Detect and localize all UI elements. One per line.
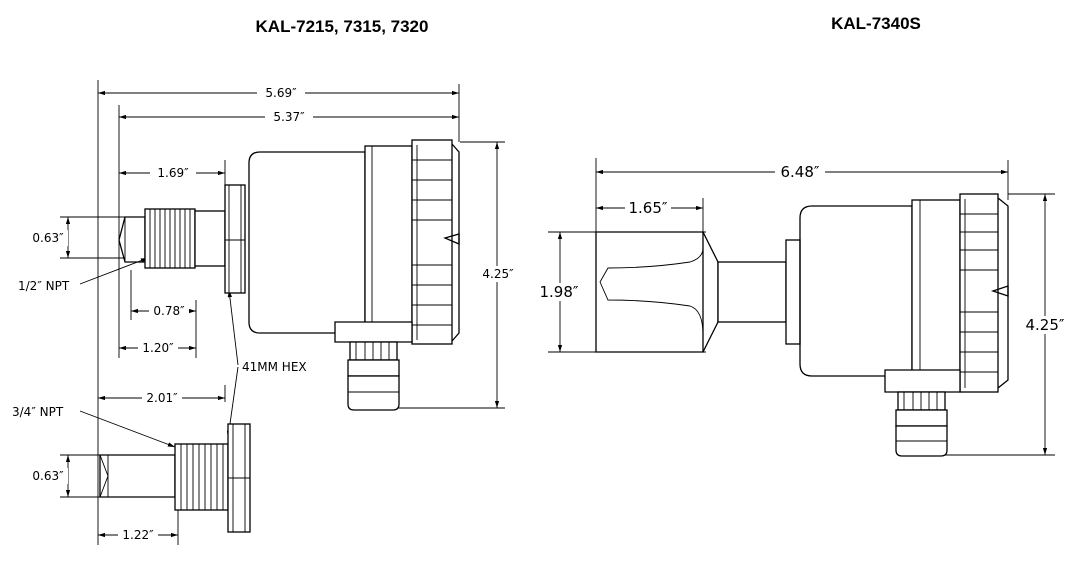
dim-right-height: 4.25″ xyxy=(1025,316,1064,334)
left-view-title: KAL-7215, 7315, 7320 xyxy=(256,17,429,36)
dim-thread-length: 0.78″ xyxy=(153,304,185,318)
dim-alt-probe-dia: 0.63″ xyxy=(32,469,64,483)
left-dimension-labels: 5.69″ 5.37″ 1.69″ 4.25″ 0.63″ 0.78″ 1.20… xyxy=(12,86,518,542)
dim-overall-width: 5.69″ xyxy=(265,86,297,100)
dim-height: 4.25″ xyxy=(482,267,514,281)
callout-three-quarter-npt: 3/4″ NPT xyxy=(12,405,64,419)
right-housing xyxy=(799,193,1009,457)
right-view-title: KAL-7340S xyxy=(831,14,921,33)
right-probe xyxy=(595,231,801,353)
dim-right-probe-length: 1.65″ xyxy=(628,199,667,217)
callout-hex: 41MM HEX xyxy=(242,360,307,374)
callout-half-npt: 1/2″ NPT xyxy=(18,279,70,293)
dim-housing-width: 5.37″ xyxy=(273,110,305,124)
left-housing xyxy=(248,139,460,411)
dim-probe-dia: 0.63″ xyxy=(32,231,64,245)
left-lower-probe xyxy=(99,423,251,533)
left-upper-probe xyxy=(118,208,226,269)
dim-probe-length: 1.69″ xyxy=(157,166,189,180)
dim-thread-to-tip: 1.20″ xyxy=(142,341,174,355)
dim-right-probe-dia: 1.98″ xyxy=(539,283,578,301)
left-upper-hex-nut xyxy=(224,184,246,294)
dim-alt-probe-length: 2.01″ xyxy=(146,391,178,405)
right-dimension-labels: 6.48″ 1.65″ 1.98″ 4.25″ xyxy=(536,163,1068,334)
dim-alt-thread-to-tip: 1.22″ xyxy=(122,528,154,542)
dim-right-overall-width: 6.48″ xyxy=(780,163,819,181)
